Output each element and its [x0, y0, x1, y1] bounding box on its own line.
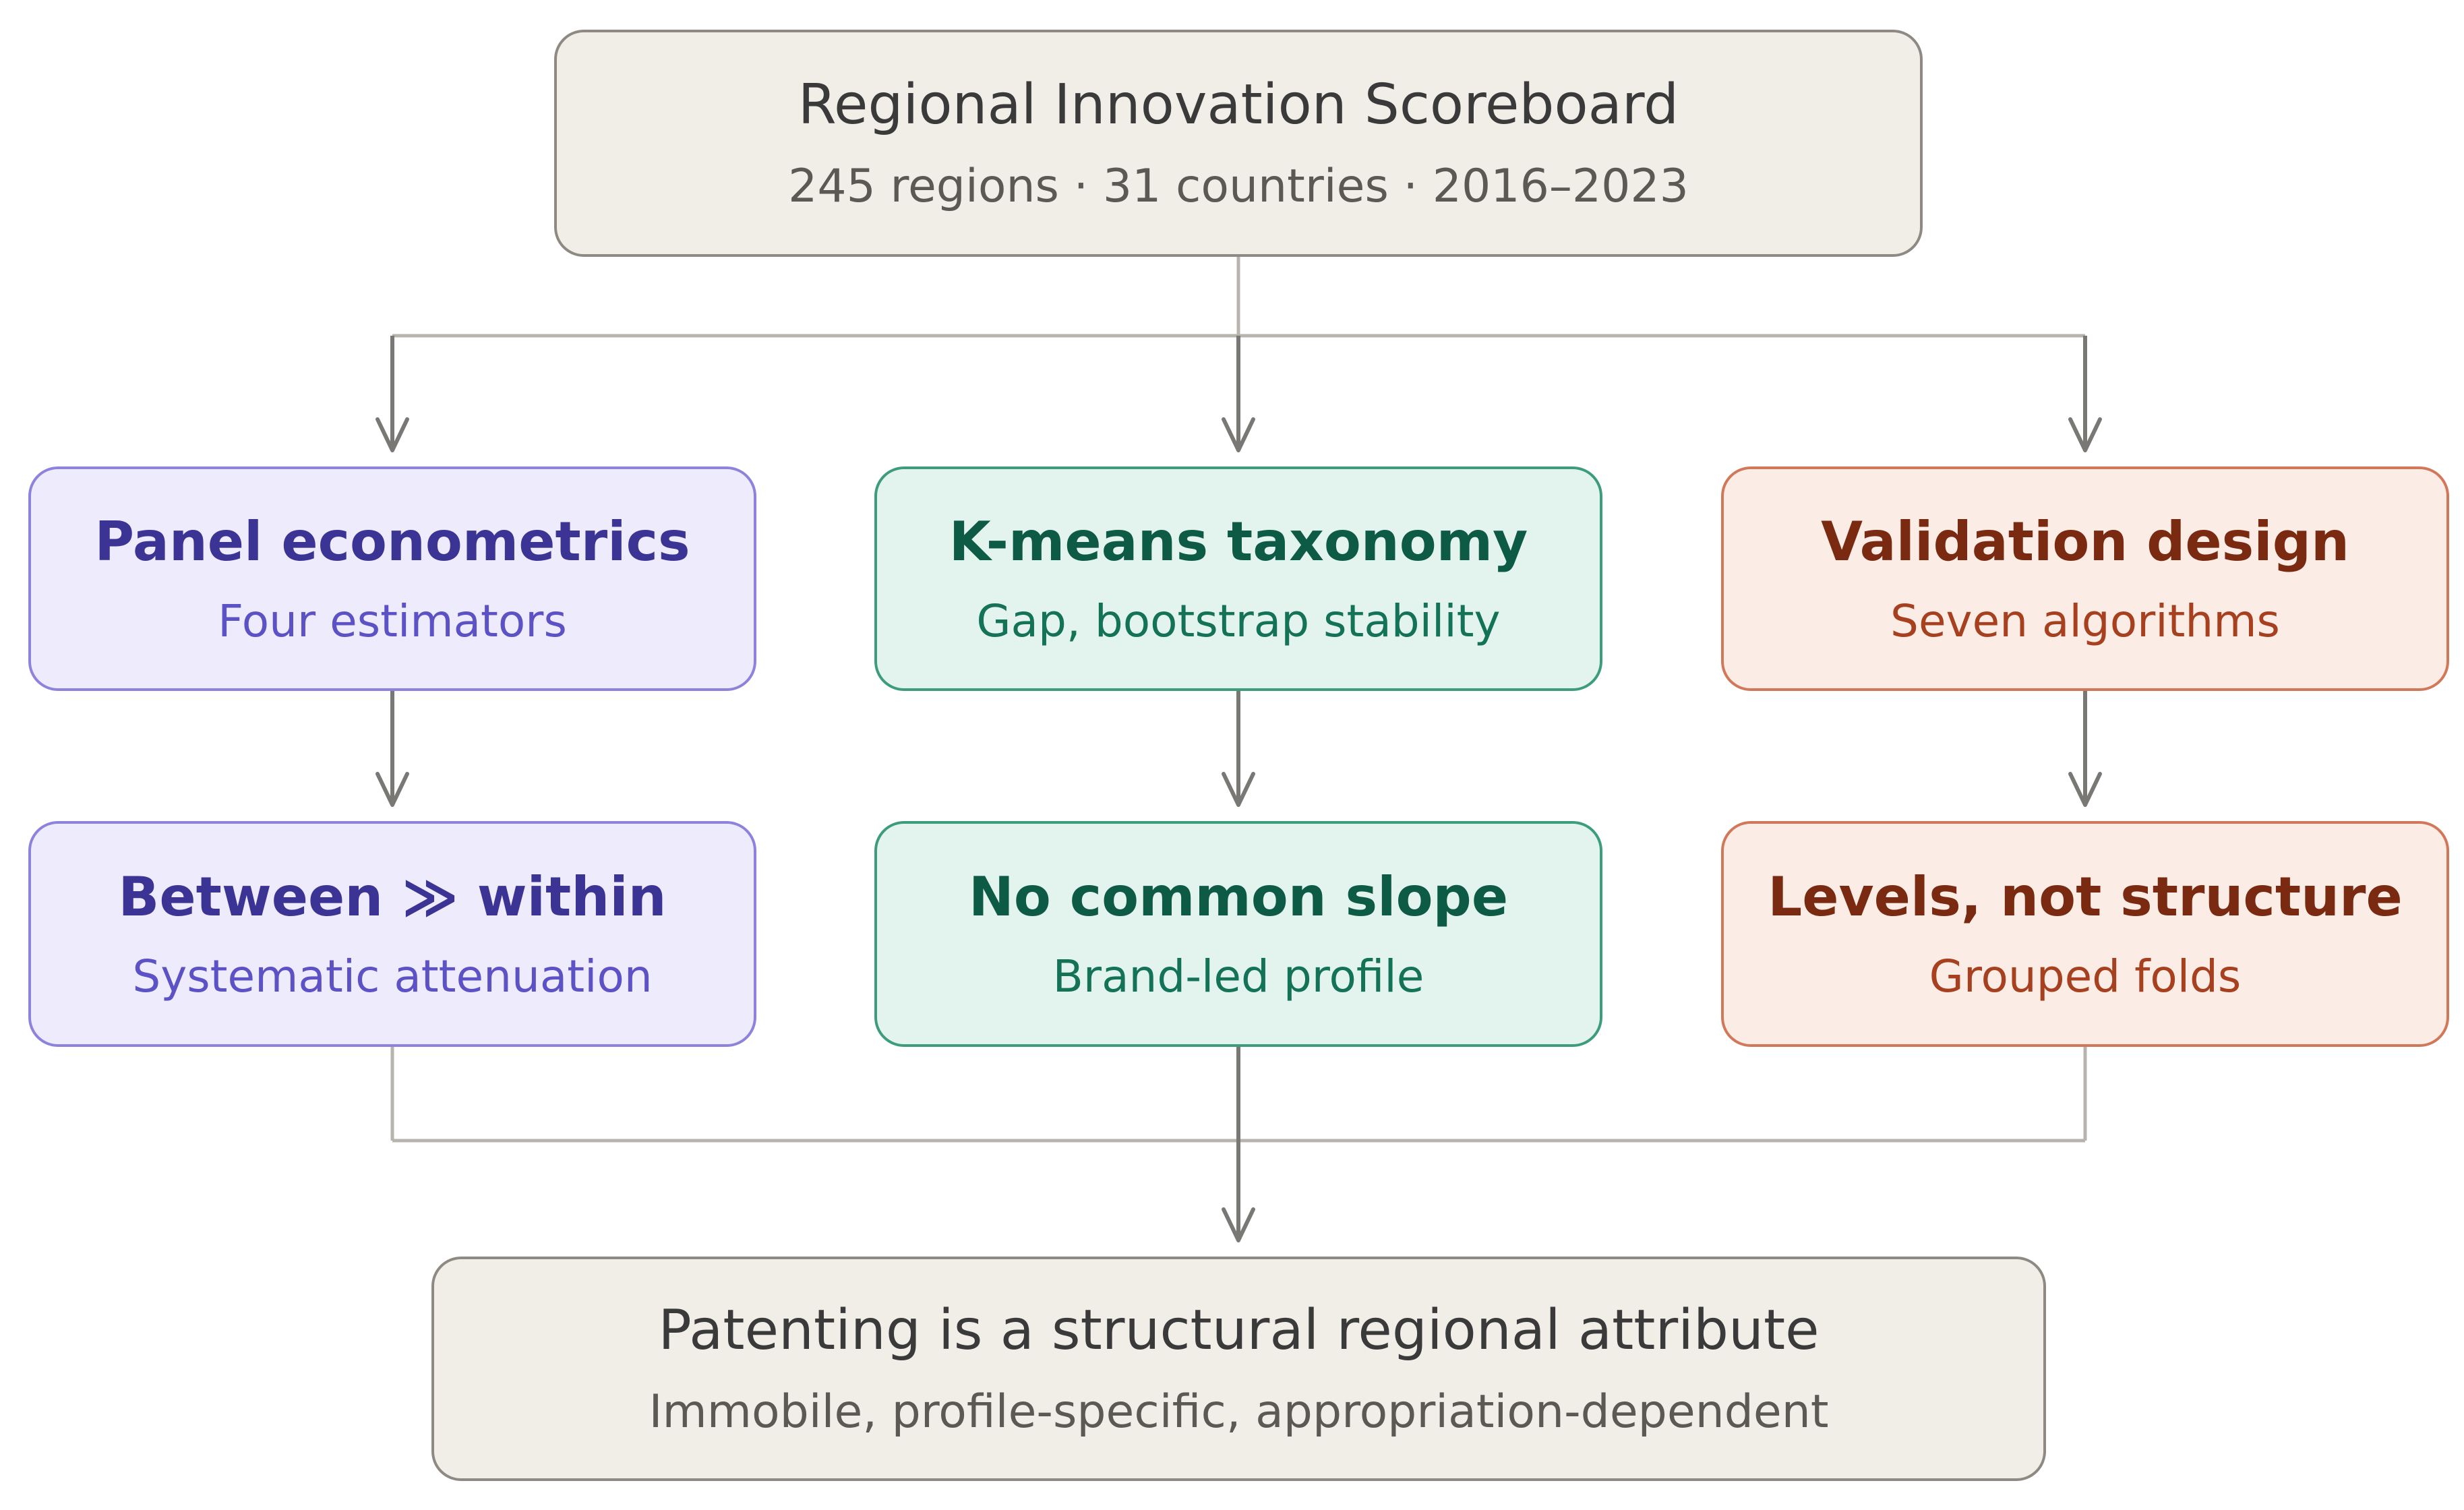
method-node-validation-design: Validation design Seven algorithms: [1721, 466, 2449, 691]
result-title: Between ≫ within: [118, 865, 667, 928]
method-title: Validation design: [1821, 510, 2349, 573]
conclusion-title: Patenting is a structural regional attri…: [658, 1298, 1820, 1363]
result-title: No common slope: [968, 865, 1509, 928]
result-title: Levels, not structure: [1768, 865, 2403, 928]
arrowhead-to-kmeans: [1222, 417, 1255, 452]
result-subtitle: Systematic attenuation: [132, 950, 653, 1002]
method-title: Panel econometrics: [94, 510, 690, 573]
result-node-no-common-slope: No common slope Brand-led profile: [874, 821, 1602, 1047]
arrowhead-validation-to-levels: [2068, 772, 2102, 807]
conclusion-node: Patenting is a structural regional attri…: [431, 1257, 2046, 1481]
result-subtitle: Brand-led profile: [1052, 950, 1424, 1002]
method-title: K-means taxonomy: [949, 510, 1528, 573]
arrowhead-to-conclusion: [1222, 1207, 1255, 1242]
result-node-levels-not-structure: Levels, not structure Grouped folds: [1721, 821, 2449, 1047]
source-node: Regional Innovation Scoreboard 245 regio…: [554, 30, 1923, 257]
arrowhead-to-panel: [375, 417, 409, 452]
method-node-panel-econometrics: Panel econometrics Four estimators: [28, 466, 756, 691]
result-node-between-within: Between ≫ within Systematic attenuation: [28, 821, 756, 1047]
arrowhead-kmeans-to-slope: [1222, 772, 1255, 807]
arrowhead-to-validation: [2068, 417, 2102, 452]
method-subtitle: Four estimators: [218, 595, 567, 647]
method-subtitle: Gap, bootstrap stability: [976, 595, 1501, 647]
method-node-kmeans-taxonomy: K-means taxonomy Gap, bootstrap stabilit…: [874, 466, 1602, 691]
source-title: Regional Innovation Scoreboard: [798, 73, 1679, 138]
conclusion-subtitle: Immobile, profile-specific, appropriatio…: [649, 1385, 1829, 1439]
arrowhead-panel-to-between: [375, 772, 409, 807]
source-subtitle: 245 regions · 31 countries · 2016–2023: [788, 159, 1689, 213]
method-subtitle: Seven algorithms: [1890, 595, 2280, 647]
result-subtitle: Grouped folds: [1929, 950, 2242, 1002]
